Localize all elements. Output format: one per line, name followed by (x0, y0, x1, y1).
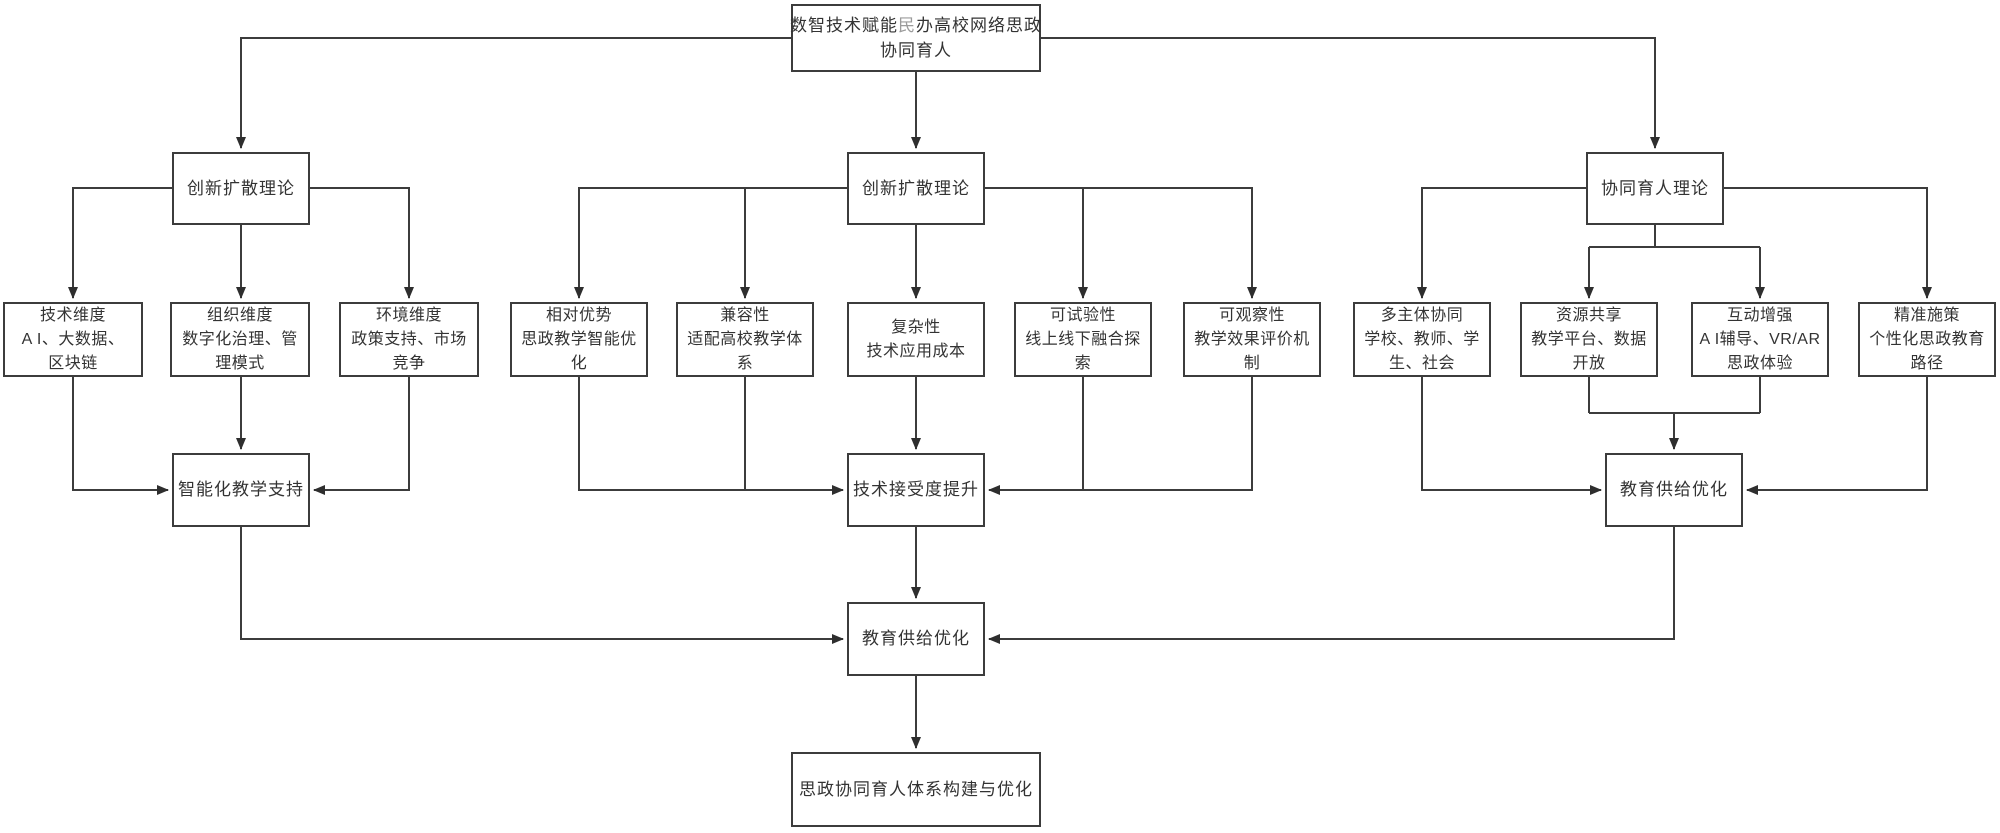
node-edu-supply: 教育供给优化 (847, 602, 985, 676)
node-text-line: 可试验性 (1049, 306, 1116, 324)
node-text-line: 多主体协同 (1380, 306, 1464, 324)
node-smart-teaching-support: 智能化教学支持 (172, 453, 310, 527)
node-tech-acceptance: 技术接受度提升 (847, 453, 985, 527)
node-text-line: 路径 (1910, 354, 1944, 372)
node-text-line: 区块链 (48, 354, 98, 372)
node-env-dimension: 环境维度 政策支持、市场 竞争 (339, 302, 479, 377)
node-resource-sharing: 资源共享 教学平台、数据 开放 (1520, 302, 1658, 377)
node-theory-right: 协同育人理论 (1586, 152, 1724, 225)
node-text-line: 适配高校教学体 (687, 330, 803, 348)
edges-converge-center (578, 377, 1253, 495)
node-theory-center: 创新扩散理论 (847, 152, 985, 225)
edges-bottom (240, 527, 1675, 749)
node-edu-supply-right: 教育供给优化 (1605, 453, 1743, 527)
node-trialability: 可试验性 线上线下融合探 索 (1014, 302, 1152, 377)
node-text-line: 组织维度 (206, 306, 273, 324)
edges-converge-left (72, 377, 410, 495)
node-final-system: 思政协同育人体系构建与优化 (791, 752, 1041, 827)
node-label: 创新扩散理论 (187, 178, 295, 198)
node-theory-left: 创新扩散理论 (172, 152, 310, 225)
node-text-line: 资源共享 (1555, 306, 1622, 324)
node-label: 智能化教学支持 (178, 480, 304, 500)
node-text-line: A I辅导、VR/AR (1699, 330, 1821, 348)
node-root-line2: 协同育人 (880, 41, 952, 60)
node-text-line: 化 (570, 354, 588, 372)
node-label: 创新扩散理论 (862, 178, 970, 198)
node-label: 协同育人理论 (1601, 178, 1709, 198)
node-text-line: 精准施策 (1893, 306, 1960, 324)
node-interaction-enhance: 互动增强 A I辅导、VR/AR 思政体验 (1691, 302, 1829, 377)
node-org-dimension: 组织维度 数字化治理、管 理模式 (170, 302, 310, 377)
node-text-line: 开放 (1572, 354, 1606, 372)
root-text-2: 办高校网络思政 (916, 15, 1042, 35)
node-text-line: 索 (1074, 354, 1092, 372)
node-text-line: 思政体验 (1726, 354, 1793, 372)
node-complexity: 复杂性 技术应用成本 (847, 302, 985, 377)
edges-theory-right (1417, 187, 1932, 299)
node-text-line: 线上线下融合探 (1025, 330, 1141, 348)
root-text-muted: 民 (898, 15, 916, 35)
edges (68, 37, 1932, 749)
node-text-line: 竞争 (392, 354, 426, 372)
node-label: 教育供给优化 (862, 629, 970, 649)
node-observability: 可观察性 教学效果评价机 制 (1183, 302, 1321, 377)
node-text-line: 复杂性 (891, 318, 941, 336)
node-text-line: 环境维度 (375, 306, 442, 324)
node-text-line: 兼容性 (720, 306, 770, 324)
edges-theory-left (68, 187, 414, 299)
edges-converge-right (1421, 377, 1928, 495)
node-text-line: 教学平台、数据 (1531, 330, 1647, 348)
node-text-line: 互动增强 (1726, 306, 1793, 324)
edges-theory-center (574, 187, 1257, 299)
node-text-line: 数字化治理、管 (182, 330, 298, 348)
node-precise-policy: 精准施策 个性化思政教育 路径 (1858, 302, 1996, 377)
node-text-line: 思政教学智能优 (521, 330, 637, 348)
node-text-line: 技术维度 (39, 306, 106, 324)
node-text-line: 教学效果评价机 (1194, 330, 1310, 348)
node-text-line: 生、社会 (1388, 354, 1455, 372)
node-text-line: 制 (1243, 354, 1261, 372)
node-root-line1: 数智技术赋能民办高校网络思政 (790, 13, 1042, 39)
node-text-line: A I、大数据、 (21, 330, 125, 348)
node-label: 思政协同育人体系构建与优化 (799, 779, 1033, 799)
node-label: 教育供给优化 (1620, 480, 1728, 500)
node-text-line: 可观察性 (1218, 306, 1285, 324)
node-tech-dimension: 技术维度 A I、大数据、 区块链 (3, 302, 143, 377)
node-compatibility: 兼容性 适配高校教学体 系 (676, 302, 814, 377)
node-text-line: 个性化思政教育 (1869, 330, 1985, 348)
node-text-line: 政策支持、市场 (351, 330, 467, 348)
node-label: 技术接受度提升 (853, 480, 979, 500)
node-root: 数智技术赋能民办高校网络思政 协同育人 (790, 4, 1042, 72)
node-relative-advantage: 相对优势 思政教学智能优 化 (510, 302, 648, 377)
node-multi-subject: 多主体协同 学校、教师、学 生、社会 (1353, 302, 1491, 377)
node-text-line: 相对优势 (545, 306, 612, 324)
node-text-line: 理模式 (215, 354, 265, 372)
node-text-line: 系 (736, 354, 754, 372)
root-text-1: 数智技术赋能 (790, 15, 898, 35)
node-text-line: 技术应用成本 (866, 342, 966, 360)
node-text-line: 学校、教师、学 (1364, 330, 1480, 348)
edges-root (236, 37, 1660, 149)
